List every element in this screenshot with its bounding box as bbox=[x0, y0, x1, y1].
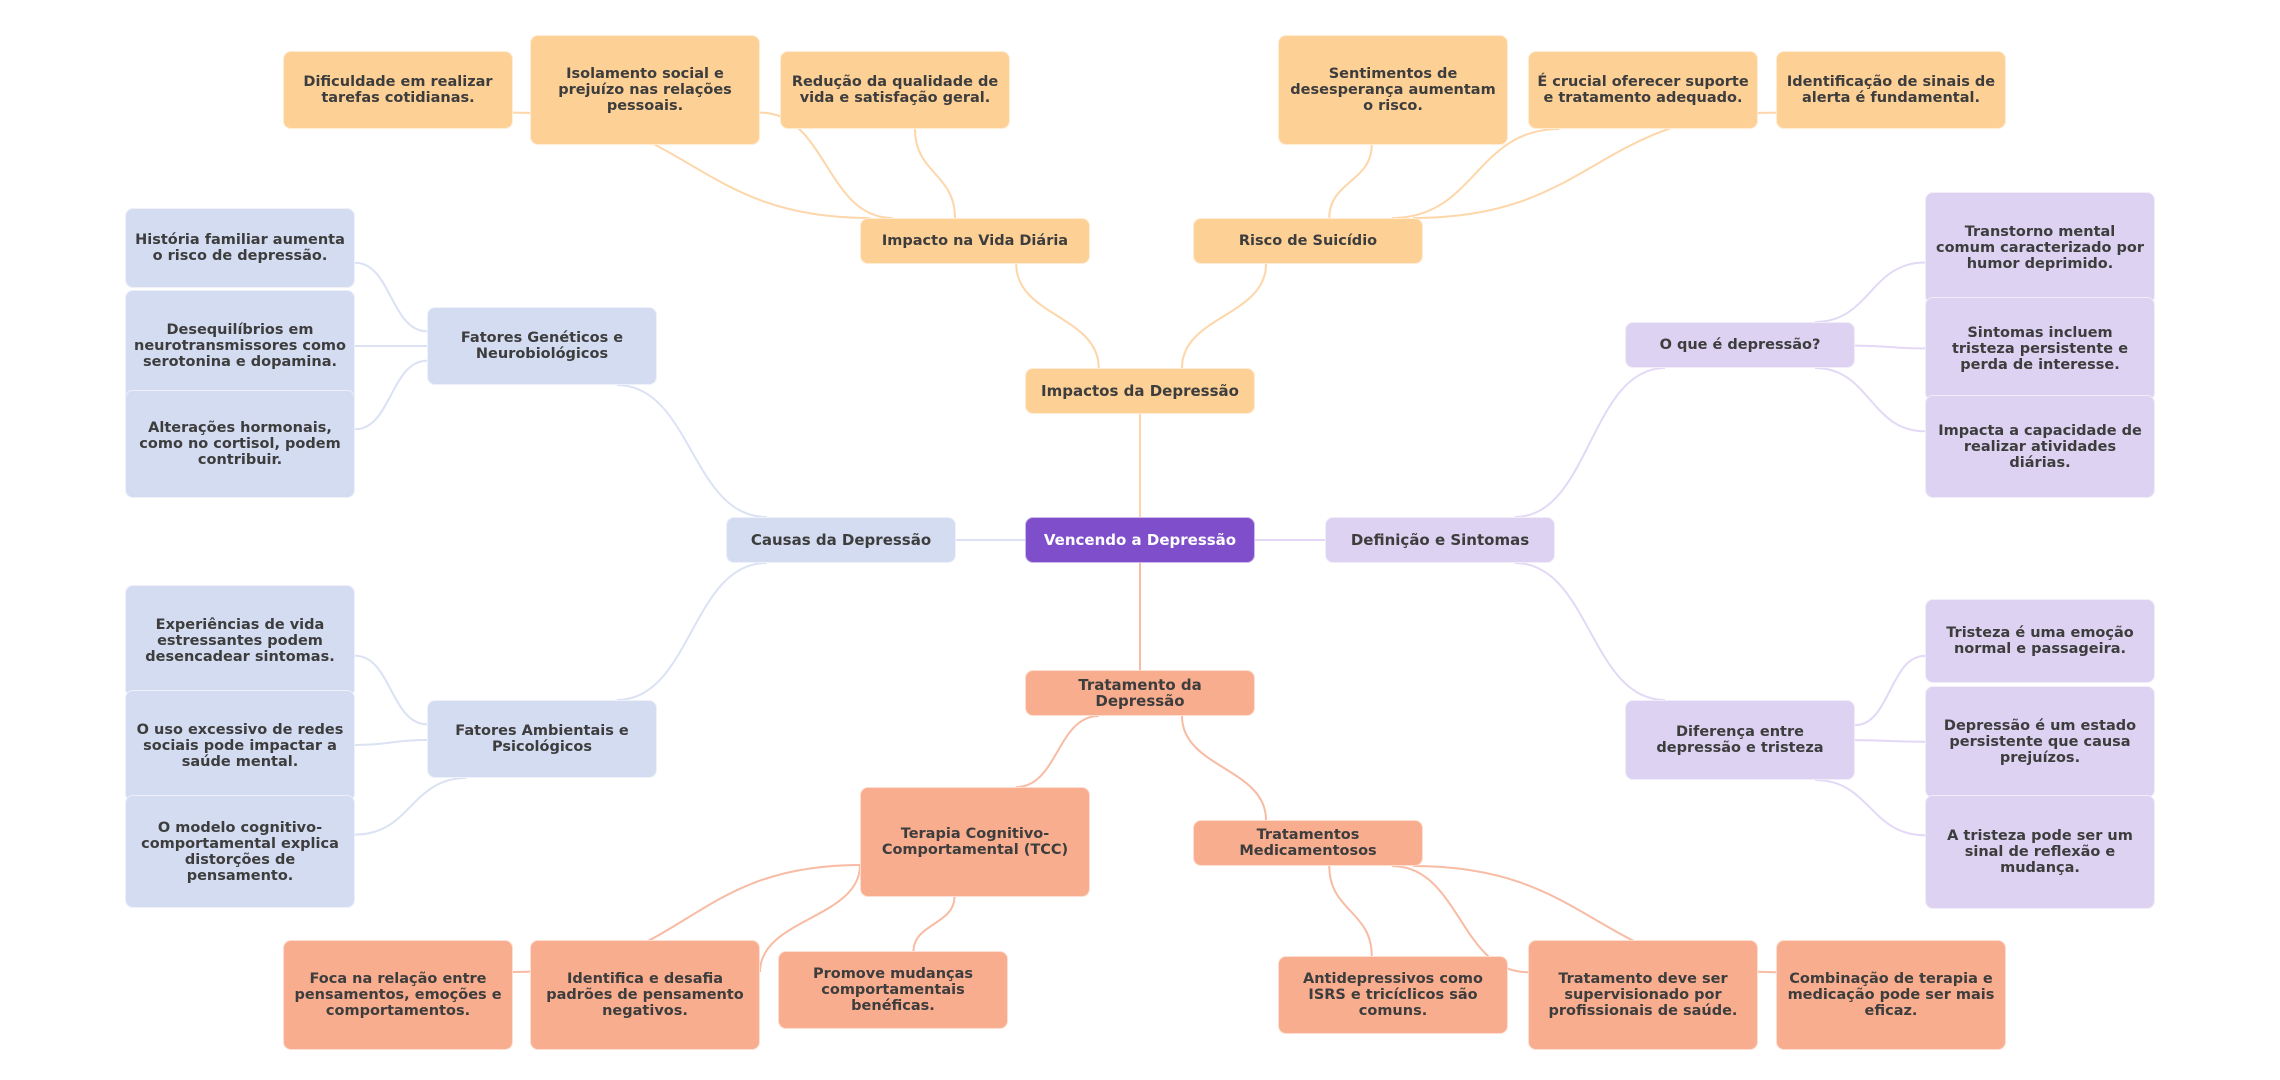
node-label: Desequilíbrios em neurotransmissores com… bbox=[134, 322, 347, 370]
subtopic-terapia-tcc[interactable]: Terapia Cognitivo-Comportamental (TCC) bbox=[860, 787, 1090, 897]
leaf-node[interactable]: Desequilíbrios em neurotransmissores com… bbox=[125, 290, 355, 402]
node-label: Transtorno mental comum caracterizado po… bbox=[1935, 224, 2145, 272]
connector-oque-sintomas bbox=[1854, 344, 1926, 350]
node-label: Alterações hormonais, como no cortisol, … bbox=[139, 420, 341, 468]
node-label: Risco de Suicídio bbox=[1238, 233, 1378, 249]
connector-ambientais-experiencias bbox=[354, 654, 428, 726]
connector-causas-ambientais bbox=[616, 562, 767, 701]
connector-definicao-oque bbox=[1514, 367, 1666, 518]
subtopic-tratamentos-medicamentosos[interactable]: Tratamentos Medicamentosos bbox=[1193, 820, 1423, 866]
connector-tcc-promove bbox=[912, 896, 956, 952]
subtopic-impacto-na-vida-diaria[interactable]: Impacto na Vida Diária bbox=[860, 218, 1090, 264]
connector-oque-transtorno bbox=[1814, 261, 1926, 323]
branch-definicao-e-sintomas[interactable]: Definição e Sintomas bbox=[1325, 517, 1555, 563]
connector-diferenca-estado bbox=[1854, 739, 1926, 743]
node-label: Redução da qualidade de vida e satisfaçã… bbox=[791, 74, 999, 106]
leaf-node[interactable]: Alterações hormonais, como no cortisol, … bbox=[125, 390, 355, 498]
subtopic-risco-de-suicidio[interactable]: Risco de Suicídio bbox=[1193, 218, 1423, 264]
node-label: Fatores Ambientais e Psicológicos bbox=[455, 723, 629, 755]
connector-medicamentosos-antidepressivos bbox=[1328, 865, 1373, 957]
node-label: Experiências de vida estressantes podem … bbox=[145, 617, 335, 665]
node-label: Isolamento social e prejuízo nas relaçõe… bbox=[558, 66, 732, 114]
connector-impactos-vida bbox=[1015, 263, 1100, 369]
branch-tratamento-da-depressao[interactable]: Tratamento da Depressão bbox=[1025, 670, 1255, 716]
node-label: Diferença entre depressão e tristeza bbox=[1656, 724, 1824, 756]
leaf-node[interactable]: Tristeza é uma emoção normal e passageir… bbox=[1925, 599, 2155, 683]
node-label: O que é depressão? bbox=[1659, 337, 1821, 353]
root-node-vencendo-a-depressao[interactable]: Vencendo a Depressão bbox=[1025, 517, 1255, 563]
node-label: Sintomas incluem tristeza persistente e … bbox=[1951, 325, 2129, 373]
leaf-node[interactable]: A tristeza pode ser um sinal de reflexão… bbox=[1925, 795, 2155, 909]
leaf-node[interactable]: Tratamento deve ser supervisionado por p… bbox=[1528, 940, 1758, 1050]
node-label: História familiar aumenta o risco de dep… bbox=[135, 232, 345, 264]
node-label: Impactos da Depressão bbox=[1041, 382, 1239, 400]
leaf-node[interactable]: O modelo cognitivo-comportamental explic… bbox=[125, 795, 355, 908]
leaf-node[interactable]: Combinação de terapia e medicação pode s… bbox=[1776, 940, 2006, 1050]
node-label: Tratamentos Medicamentosos bbox=[1239, 827, 1377, 859]
connector-vida-reducao bbox=[914, 128, 956, 219]
subtopic-diferenca-depressao-tristeza[interactable]: Diferença entre depressão e tristeza bbox=[1625, 700, 1855, 780]
connector-ambientais-modelo bbox=[354, 777, 467, 836]
node-label: Combinação de terapia e medicação pode s… bbox=[1787, 971, 1995, 1019]
connector-tratamento-medicamentosos bbox=[1181, 715, 1267, 821]
subtopic-fatores-ambientais[interactable]: Fatores Ambientais e Psicológicos bbox=[427, 700, 657, 778]
node-label: Antidepressivos como ISRS e tricíclicos … bbox=[1303, 971, 1483, 1019]
node-label: Identifica e desafia padrões de pensamen… bbox=[546, 971, 744, 1019]
node-label: Vencendo a Depressão bbox=[1043, 531, 1237, 549]
node-label: Definição e Sintomas bbox=[1350, 531, 1530, 549]
connector-diferenca-tristeza bbox=[1854, 654, 1926, 727]
leaf-node[interactable]: O uso excessivo de redes sociais pode im… bbox=[125, 690, 355, 802]
connector-tratamento-tcc bbox=[1016, 715, 1099, 788]
connector-risco-sentimentos bbox=[1328, 144, 1373, 219]
node-label: O modelo cognitivo-comportamental explic… bbox=[141, 819, 339, 884]
node-label: Tristeza é uma emoção normal e passageir… bbox=[1946, 625, 2134, 657]
leaf-node[interactable]: História familiar aumenta o risco de dep… bbox=[125, 208, 355, 288]
subtopic-o-que-e-depressao[interactable]: O que é depressão? bbox=[1625, 322, 1855, 368]
node-label: Fatores Genéticos e Neurobiológicos bbox=[460, 330, 624, 362]
leaf-node[interactable]: É crucial oferecer suporte e tratamento … bbox=[1528, 51, 1758, 129]
branch-impactos-da-depressao[interactable]: Impactos da Depressão bbox=[1025, 368, 1255, 414]
connector-diferenca-sinal bbox=[1814, 779, 1926, 837]
node-label: Terapia Cognitivo-Comportamental (TCC) bbox=[881, 826, 1069, 858]
node-label: Impacta a capacidade de realizar ativida… bbox=[1938, 422, 2142, 471]
leaf-node[interactable]: Redução da qualidade de vida e satisfaçã… bbox=[780, 51, 1010, 129]
subtopic-fatores-geneticos[interactable]: Fatores Genéticos e Neurobiológicos bbox=[427, 307, 657, 385]
leaf-node[interactable]: Isolamento social e prejuízo nas relaçõe… bbox=[530, 35, 760, 145]
leaf-node[interactable]: Sentimentos de desesperança aumentam o r… bbox=[1278, 35, 1508, 145]
leaf-node[interactable]: Sintomas incluem tristeza persistente e … bbox=[1925, 297, 2155, 401]
connector-ambientais-redes bbox=[354, 739, 428, 746]
node-label: O uso excessivo de redes sociais pode im… bbox=[136, 722, 344, 770]
node-label: Depressão é um estado persistente que ca… bbox=[1943, 718, 2137, 766]
leaf-node[interactable]: Identifica e desafia padrões de pensamen… bbox=[530, 940, 760, 1050]
connector-geneticos-historia bbox=[354, 261, 428, 333]
leaf-node[interactable]: Identificação de sinais de alerta é fund… bbox=[1776, 51, 2006, 129]
node-label: Promove mudanças comportamentais benéfic… bbox=[812, 966, 974, 1014]
leaf-node[interactable]: Promove mudanças comportamentais benéfic… bbox=[778, 951, 1008, 1029]
branch-causas-da-depressao[interactable]: Causas da Depressão bbox=[726, 517, 956, 563]
leaf-node[interactable]: Depressão é um estado persistente que ca… bbox=[1925, 686, 2155, 798]
node-label: Foca na relação entre pensamentos, emoçõ… bbox=[294, 971, 502, 1019]
node-label: É crucial oferecer suporte e tratamento … bbox=[1537, 74, 1749, 106]
connector-causas-geneticos bbox=[616, 384, 767, 518]
leaf-node[interactable]: Transtorno mental comum caracterizado po… bbox=[1925, 192, 2155, 304]
connector-impactos-risco bbox=[1181, 263, 1267, 369]
connector-definicao-diferenca bbox=[1514, 562, 1666, 701]
leaf-node[interactable]: Antidepressivos como ISRS e tricíclicos … bbox=[1278, 956, 1508, 1034]
leaf-node[interactable]: Foca na relação entre pensamentos, emoçõ… bbox=[283, 940, 513, 1050]
node-label: Tratamento deve ser supervisionado por p… bbox=[1548, 971, 1738, 1019]
node-label: Sentimentos de desesperança aumentam o r… bbox=[1290, 66, 1496, 114]
node-label: Causas da Depressão bbox=[750, 531, 932, 549]
connector-geneticos-alteracoes bbox=[354, 359, 428, 431]
leaf-node[interactable]: Dificuldade em realizar tarefas cotidian… bbox=[283, 51, 513, 129]
connector-oque-impacta bbox=[1814, 367, 1926, 433]
node-label: Dificuldade em realizar tarefas cotidian… bbox=[303, 74, 493, 106]
leaf-node[interactable]: Impacta a capacidade de realizar ativida… bbox=[1925, 395, 2155, 498]
node-label: A tristeza pode ser um sinal de reflexão… bbox=[1947, 828, 2133, 876]
node-label: Identificação de sinais de alerta é fund… bbox=[1786, 74, 1996, 106]
node-label: Impacto na Vida Diária bbox=[881, 233, 1069, 249]
node-label: Tratamento da Depressão bbox=[1078, 676, 1202, 710]
leaf-node[interactable]: Experiências de vida estressantes podem … bbox=[125, 585, 355, 697]
